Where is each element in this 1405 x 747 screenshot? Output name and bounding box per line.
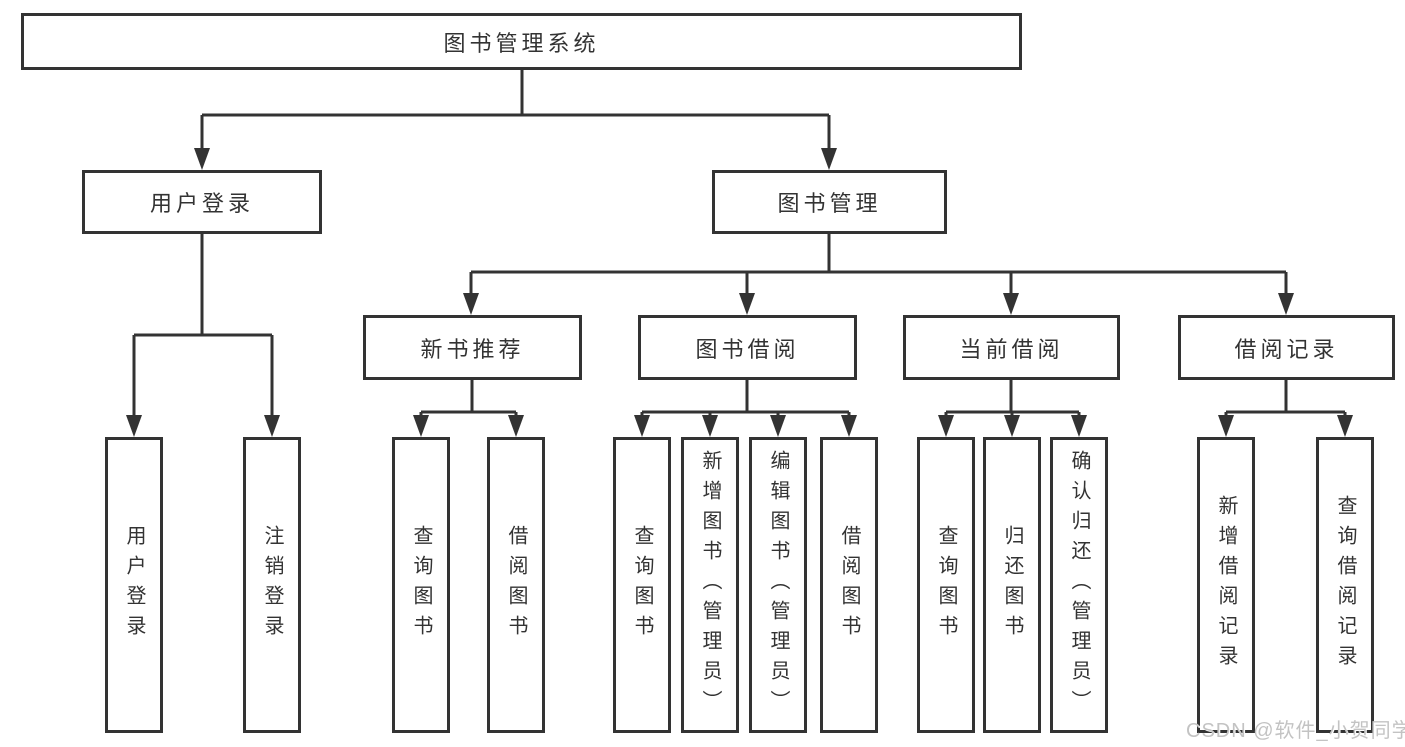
node-leaf-logout: 注销登录 (243, 437, 301, 733)
csdn-watermark: CSDN @软件_小贺同学 (1186, 720, 1405, 742)
node-leaf-edit-books-admin: 编辑图书（管理员） (749, 437, 807, 733)
node-leaf-add-books-admin: 新增图书（管理员） (681, 437, 739, 733)
node-borrow-records: 借阅记录 (1178, 315, 1395, 380)
node-leaf-borrow-books-2: 借阅图书 (820, 437, 878, 733)
node-user-login: 用户登录 (82, 170, 322, 234)
node-leaf-query-borrow-record: 查询借阅记录 (1316, 437, 1374, 733)
node-leaf-query-books-3: 查询图书 (917, 437, 975, 733)
node-root: 图书管理系统 (21, 13, 1022, 70)
node-current-borrow: 当前借阅 (903, 315, 1120, 380)
node-leaf-query-books-2: 查询图书 (613, 437, 671, 733)
node-leaf-return-books: 归还图书 (983, 437, 1041, 733)
node-book-borrow: 图书借阅 (638, 315, 857, 380)
tree-edges (132, 70, 1347, 418)
arrowheads (126, 148, 1353, 437)
node-leaf-user-login: 用户登录 (105, 437, 163, 733)
node-leaf-query-books-1: 查询图书 (392, 437, 450, 733)
node-leaf-add-borrow-record: 新增借阅记录 (1197, 437, 1255, 733)
node-leaf-borrow-books-1: 借阅图书 (487, 437, 545, 733)
node-leaf-confirm-return-admin: 确认归还（管理员） (1050, 437, 1108, 733)
node-book-management: 图书管理 (712, 170, 947, 234)
node-new-book-recommend: 新书推荐 (363, 315, 582, 380)
